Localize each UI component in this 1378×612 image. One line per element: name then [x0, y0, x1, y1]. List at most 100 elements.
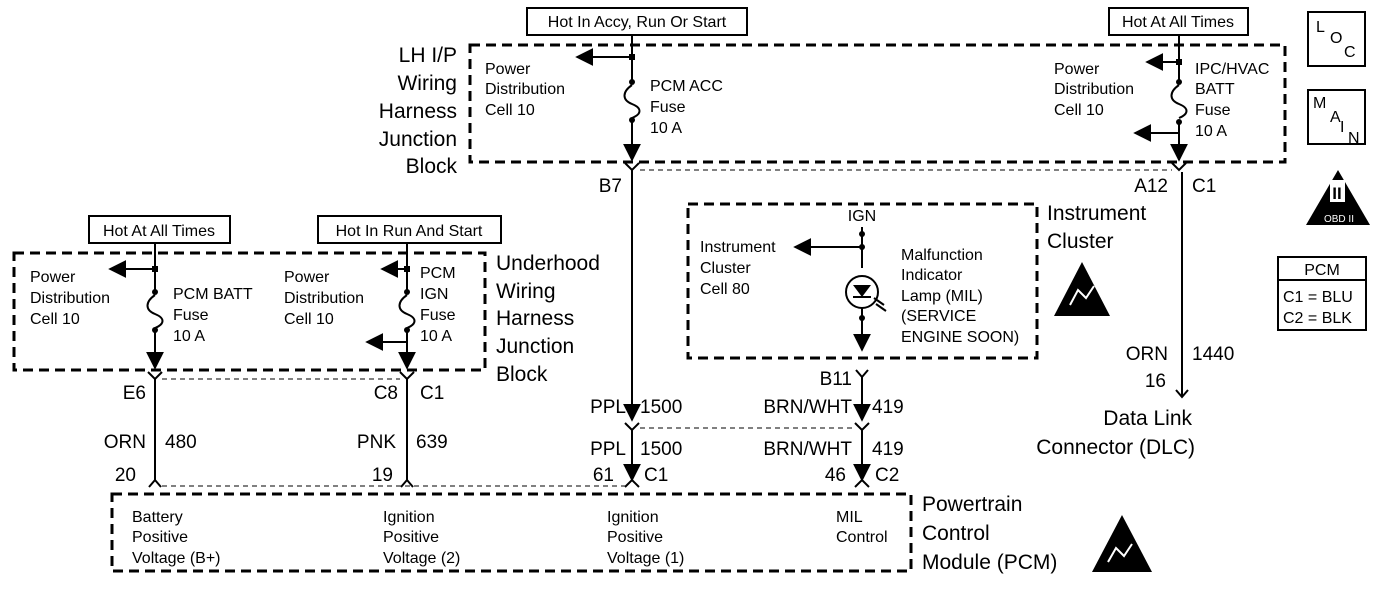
svg-text:C: C: [1344, 44, 1356, 61]
svg-text:Block: Block: [496, 363, 548, 386]
svg-text:Fuse: Fuse: [650, 99, 686, 116]
ipc-hvac-fuse-circuit: [1133, 35, 1188, 172]
svg-text:M: M: [1313, 95, 1326, 112]
connector-c8: C8: [374, 383, 398, 404]
pin-46: 46: [825, 465, 846, 486]
pcm-pin-battery-positive: Battery Positive Voltage (B+): [132, 509, 221, 567]
svg-text:O: O: [1330, 30, 1342, 47]
connector-e6: E6: [123, 383, 146, 404]
wire-label-ppl-1: PPL: [590, 397, 626, 418]
pdc-label-lh-right: Power Distribution Cell 10: [1054, 61, 1134, 119]
lh-ip-junction-block-outline: [468, 43, 1287, 164]
connector-b11: B11: [820, 369, 852, 390]
wire-label-brn-wht-2: BRN/WHT: [763, 439, 852, 460]
svg-text:Positive: Positive: [607, 529, 663, 546]
svg-text:Power: Power: [485, 61, 531, 78]
svg-text:10 A: 10 A: [650, 120, 682, 137]
svg-text:Hot In Run And Start: Hot In Run And Start: [336, 223, 483, 240]
svg-text:Instrument: Instrument: [700, 239, 776, 256]
wire-label-ppl-2: PPL: [590, 439, 626, 460]
main-icon[interactable]: M A I N: [1307, 89, 1366, 147]
svg-text:Junction: Junction: [496, 335, 574, 358]
svg-text:Powertrain: Powertrain: [922, 493, 1022, 516]
wire-label-419-2: 419: [872, 439, 904, 460]
svg-text:Cluster: Cluster: [700, 260, 751, 277]
pcm-batt-fuse-circuit: [108, 243, 164, 381]
svg-text:Control: Control: [922, 522, 990, 545]
wire-label-1500-1: 1500: [640, 397, 682, 418]
svg-text:Distribution: Distribution: [485, 81, 565, 98]
svg-text:10 A: 10 A: [173, 328, 205, 345]
svg-text:Voltage (2): Voltage (2): [383, 550, 460, 567]
wire-label-419-1: 419: [872, 397, 904, 418]
svg-text:Hot In Accy, Run Or Start: Hot In Accy, Run Or Start: [548, 14, 727, 31]
svg-text:Positive: Positive: [383, 529, 439, 546]
esd-warning-icon-pcm: [1092, 515, 1152, 572]
svg-text:IGN: IGN: [420, 286, 448, 303]
ipc-hvac-fuse-label: IPC/HVAC BATT Fuse 10 A: [1195, 61, 1269, 140]
svg-text:Hot At All Times: Hot At All Times: [103, 223, 215, 240]
pin-61: 61: [593, 465, 614, 486]
pdc-label-lh-left: Power Distribution Cell 10: [485, 61, 565, 119]
pcm-acc-fuse-label: PCM ACC Fuse 10 A: [650, 78, 723, 137]
svg-text:A: A: [1330, 109, 1341, 126]
svg-text:MIL: MIL: [836, 509, 863, 526]
pcm-pin-ignition-1: Ignition Positive Voltage (1): [607, 509, 684, 567]
svg-text:Ignition: Ignition: [383, 509, 435, 526]
svg-text:Cell 10: Cell 10: [30, 311, 80, 328]
pcm-pin-ignition-2: Ignition Positive Voltage (2): [383, 509, 460, 567]
svg-text:10 A: 10 A: [420, 328, 452, 345]
svg-text:Voltage (B+): Voltage (B+): [132, 550, 221, 567]
pin-19: 19: [372, 465, 393, 486]
svg-text:Cluster: Cluster: [1047, 230, 1114, 253]
svg-text:Cell 10: Cell 10: [1054, 102, 1104, 119]
dlc-label: Data Link Connector (DLC): [1036, 407, 1195, 459]
svg-text:(SERVICE: (SERVICE: [901, 308, 976, 325]
mil-lamp-circuit: [793, 227, 887, 352]
obd-ii-icon: II OBD II: [1306, 170, 1370, 225]
svg-text:Module (PCM): Module (PCM): [922, 551, 1057, 574]
wire-label-brn-wht-1: BRN/WHT: [763, 397, 852, 418]
svg-text:Control: Control: [836, 529, 888, 546]
pcm-ign-fuse-circuit: [365, 243, 416, 381]
svg-text:Cell 80: Cell 80: [700, 281, 750, 298]
svg-text:OBD II: OBD II: [1324, 214, 1354, 225]
hot-label-accy-run-start: Hot In Accy, Run Or Start: [526, 7, 748, 36]
underhood-junction-block-title: Underhood Wiring Harness Junction Block: [496, 252, 600, 386]
svg-text:10 A: 10 A: [1195, 123, 1227, 140]
svg-text:C1 = BLU: C1 = BLU: [1283, 289, 1353, 306]
svg-text:Lamp (MIL): Lamp (MIL): [901, 288, 983, 305]
pcm-connector-legend: PCM C1 = BLU C2 = BLK: [1277, 256, 1367, 331]
svg-text:L: L: [1316, 19, 1325, 36]
connector-c1-pcm: C1: [644, 465, 668, 486]
pdc-label-underhood-right: Power Distribution Cell 10: [284, 269, 364, 328]
pcm-module-title: Powertrain Control Module (PCM): [922, 493, 1057, 574]
svg-text:PCM BATT: PCM BATT: [173, 286, 253, 303]
svg-text:Harness: Harness: [379, 100, 457, 123]
underhood-junction-block-outline: [12, 251, 487, 372]
connector-a12: A12: [1134, 176, 1168, 197]
pin-16: 16: [1145, 371, 1166, 392]
hot-label-run-and-start: Hot In Run And Start: [317, 215, 502, 244]
lh-ip-junction-block-title: LH I/P Wiring Harness Junction Block: [379, 44, 458, 178]
svg-text:Block: Block: [406, 155, 458, 178]
instrument-cluster-cell-label: Instrument Cluster Cell 80: [700, 239, 776, 298]
connector-c1-top: C1: [1192, 176, 1216, 197]
connector-c2-pcm: C2: [875, 465, 899, 486]
svg-text:Voltage (1): Voltage (1): [607, 550, 684, 567]
instrument-cluster-title: Instrument Cluster: [1047, 202, 1146, 253]
svg-text:Junction: Junction: [379, 128, 457, 151]
loc-icon[interactable]: L O C: [1307, 11, 1366, 67]
pcm-ign-fuse-label: PCM IGN Fuse 10 A: [420, 265, 456, 345]
svg-text:Fuse: Fuse: [1195, 102, 1231, 119]
svg-text:IPC/HVAC: IPC/HVAC: [1195, 61, 1269, 78]
wire-label-480: 480: [165, 432, 197, 453]
wire-label-pnk: PNK: [357, 432, 396, 453]
wire-label-orn-right: ORN: [1126, 344, 1168, 365]
wire-label-1500-2: 1500: [640, 439, 682, 460]
svg-text:Data Link: Data Link: [1103, 407, 1192, 430]
svg-text:Distribution: Distribution: [1054, 81, 1134, 98]
svg-text:Power: Power: [30, 269, 76, 286]
svg-text:C2 = BLK: C2 = BLK: [1283, 310, 1352, 327]
